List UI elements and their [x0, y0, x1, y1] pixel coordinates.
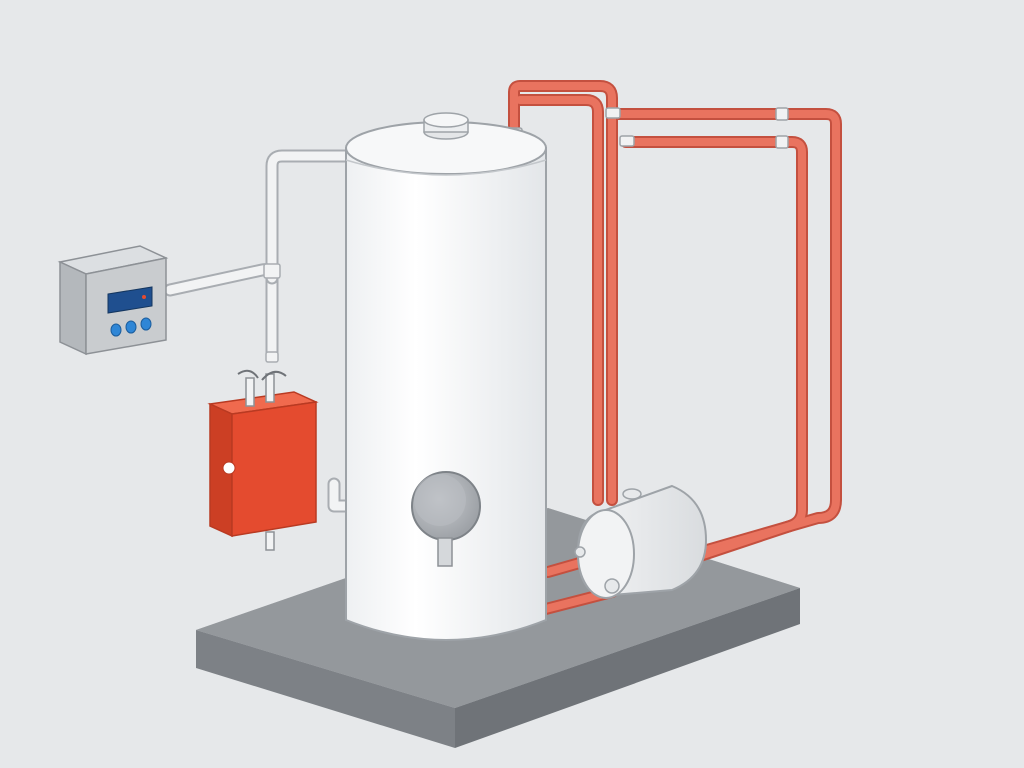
- storage-tank: [345, 112, 547, 641]
- expansion-vessel: [574, 484, 708, 599]
- controller-display: [107, 286, 153, 314]
- electric-heater-unit: [207, 369, 319, 551]
- pressure-gauge: [411, 471, 481, 567]
- control-box: [57, 245, 169, 356]
- hot-water-pipes: [433, 80, 842, 639]
- controller-buttons: [110, 317, 152, 337]
- heater-connectors: [237, 369, 287, 551]
- controller-button-down[interactable]: [140, 317, 152, 331]
- tank-top-cap: [423, 112, 469, 140]
- controller-button-mode[interactable]: [125, 320, 137, 334]
- controller-button-up[interactable]: [110, 323, 122, 337]
